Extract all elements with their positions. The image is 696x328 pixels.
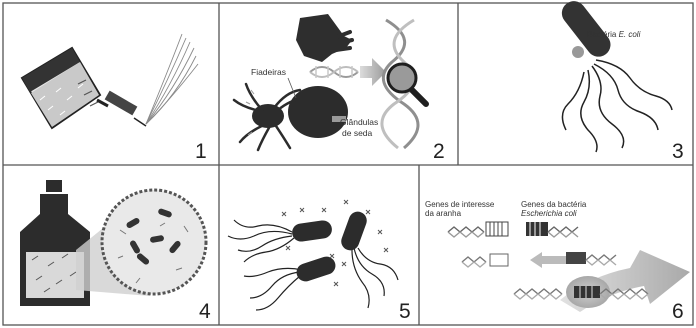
label-spider-genes-line2: da aranha [425,209,462,218]
panel-6: Genes de interesse da aranha Genes da ba… [425,200,690,323]
panel-number-4: 4 [199,300,211,323]
panel-number-2: 2 [433,140,445,163]
arrow-left-icon [530,252,566,268]
silk-fibers [146,34,198,124]
label-bacteria: Bactéria E. coli [587,30,641,39]
panel-number-5: 5 [399,300,411,323]
panel-number-3: 3 [672,140,684,163]
spider-icon [234,84,348,150]
recombination-row [462,252,616,268]
dna-strand-small [310,66,358,78]
label-bacteria-genes-line1: Genes da bactéria [521,200,587,209]
panel-4: 4 [20,180,211,323]
magnified-culture-circle [102,190,206,294]
bacterium-icon [557,0,672,152]
syringe-icon [97,91,146,126]
panel-number-6: 6 [672,300,684,323]
label-fiandeiras: Fiadeiras [251,67,286,77]
panel-2: Fiadeiras Glândulas de seda 2 [234,14,445,163]
label-glandulas-line1: Glândulas [340,117,378,127]
label-bacteria-genes-line2: Escherichia coli [521,209,577,218]
bacteria-gene-segment [526,222,578,237]
beaker-icon [22,48,100,128]
panel-1: 1 [22,34,207,163]
label-glandulas-line2: de seda [342,128,373,138]
panel-3: Bactéria E. coli 3 [557,0,684,163]
panel-number-1: 1 [195,140,207,163]
bacteria-cluster [228,200,398,310]
hand-icon [296,14,352,62]
panel-5: 5 [228,200,411,323]
spider-gene-segment [448,222,508,237]
label-spider-genes-line1: Genes de interesse [425,200,495,209]
arrow-right-icon [360,58,386,86]
